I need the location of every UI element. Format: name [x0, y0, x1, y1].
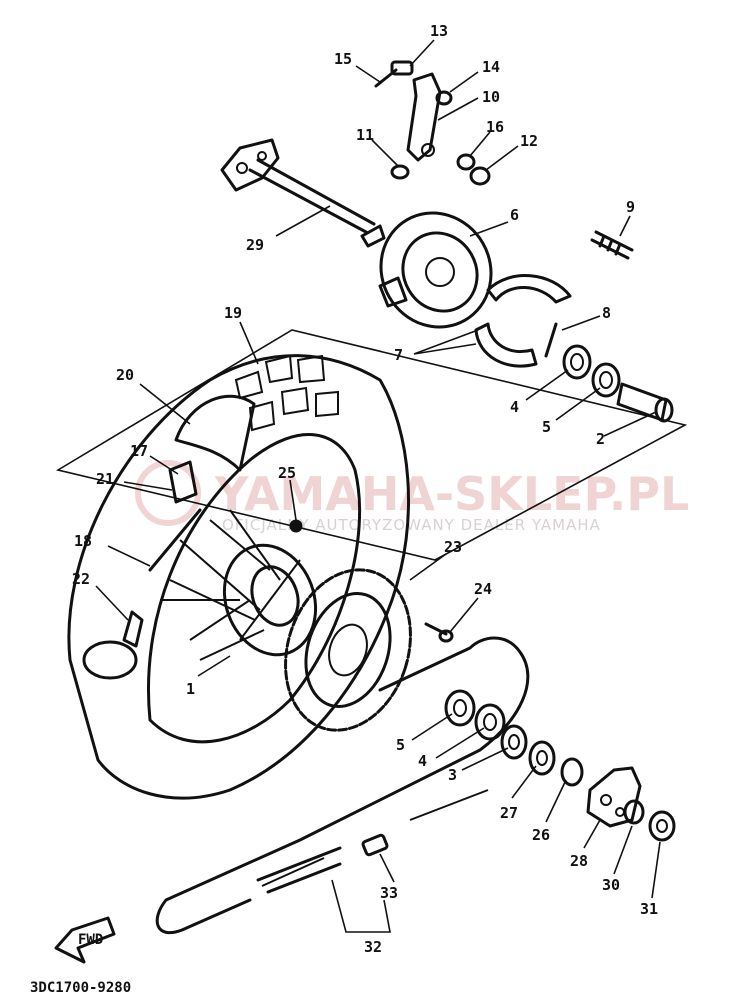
drawing-code: 3DC1700-9280	[30, 980, 131, 996]
callout-5-upper: 5	[542, 418, 551, 436]
wheel-hub	[160, 509, 318, 661]
axle-washer-nut	[623, 799, 676, 842]
spoke	[148, 508, 202, 572]
part-callouts: 13 15 14 10 11 16 12 9 6 29 8 7 4 5 2 19…	[72, 22, 658, 956]
leader-lines	[95, 39, 661, 933]
brake-pin	[544, 322, 558, 358]
callout-21: 21	[96, 470, 114, 488]
brake-spring	[590, 230, 634, 260]
rear-tyre	[67, 354, 410, 800]
drive-chain	[155, 636, 530, 935]
callout-31: 31	[640, 900, 658, 918]
callout-25: 25	[278, 464, 296, 482]
brake-shoes	[474, 274, 572, 368]
fwd-arrow-icon: FWD	[54, 916, 116, 964]
callout-3: 3	[448, 766, 457, 784]
callout-24: 24	[474, 580, 492, 598]
callout-32: 32	[364, 938, 382, 956]
callout-14: 14	[482, 58, 500, 76]
callout-9: 9	[626, 198, 635, 216]
callout-15: 15	[334, 50, 352, 68]
callout-16: 16	[486, 118, 504, 136]
hub-bearings-lower	[444, 689, 584, 787]
callout-2: 2	[596, 430, 605, 448]
rear-axle	[220, 138, 386, 248]
callout-10: 10	[482, 88, 500, 106]
callout-7: 7	[394, 346, 403, 364]
watermark-logo-icon	[135, 460, 201, 526]
callout-4-lower: 4	[418, 752, 427, 770]
callout-6: 6	[510, 206, 519, 224]
callout-33: 33	[380, 884, 398, 902]
callout-23: 23	[444, 538, 462, 556]
brake-shoe-plate	[378, 211, 493, 329]
callout-1: 1	[186, 680, 195, 698]
callout-5-lower: 5	[396, 736, 405, 754]
callout-13: 13	[430, 22, 448, 40]
callout-18: 18	[74, 532, 92, 550]
fwd-label: FWD	[78, 932, 103, 948]
watermark-subtitle: OFICJALNY AUTORYZOWANY DEALER YAMAHA	[222, 516, 601, 534]
callout-27: 27	[500, 804, 518, 822]
callout-4-upper: 4	[510, 398, 519, 416]
brake-camshaft-lever	[374, 60, 491, 186]
callout-12: 12	[520, 132, 538, 150]
callout-11: 11	[356, 126, 374, 144]
rear-sprocket	[284, 568, 412, 732]
callout-26: 26	[532, 826, 550, 844]
callout-20: 20	[116, 366, 134, 384]
callout-22: 22	[72, 570, 90, 588]
callout-19: 19	[224, 304, 242, 322]
callout-30: 30	[602, 876, 620, 894]
chain-puller	[586, 766, 642, 828]
callout-28: 28	[570, 852, 588, 870]
callout-8: 8	[602, 304, 611, 322]
rim-band	[168, 394, 256, 504]
sprocket-bolt	[424, 622, 454, 643]
hub-bearings-upper	[562, 344, 674, 423]
watermark: YAMAHA-SKLEP.PL OFICJALNY AUTORYZOWANY D…	[135, 460, 689, 534]
callout-29: 29	[246, 236, 264, 254]
watermark-text: YAMAHA-SKLEP.PL	[214, 467, 689, 521]
inner-tube	[82, 610, 144, 680]
callout-17: 17	[130, 442, 148, 460]
